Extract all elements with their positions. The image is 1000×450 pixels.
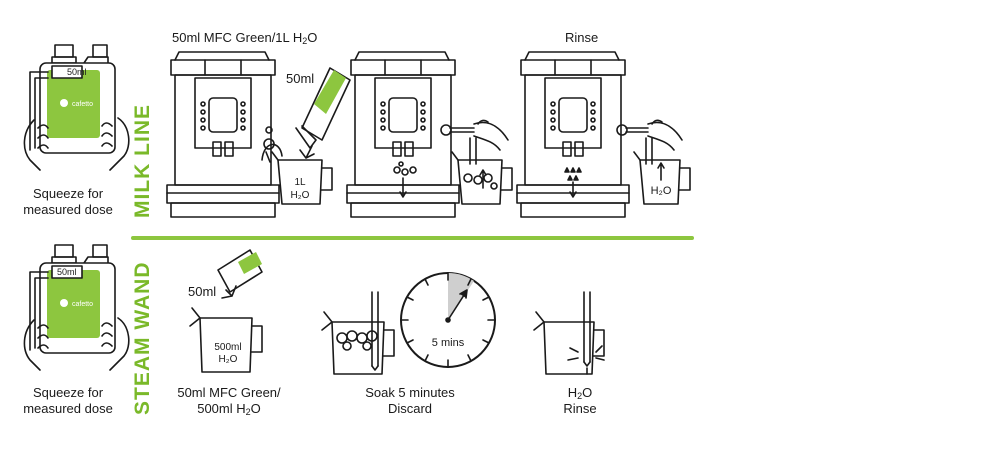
hand-icon [616,119,683,151]
bottle-brand: cafetto [72,301,93,308]
steam-wand-section-label: STEAM WAND [131,261,154,416]
bottle-dose-label: 50ml [67,67,87,77]
coffee-machine-icon [166,51,280,218]
pour-dose-label: 50ml [286,71,314,86]
steam-wand-icon [567,291,605,375]
jug-volume-label: 500ml [214,342,241,353]
milk-jug-icon [451,137,513,205]
milk-jug-icon [533,311,605,375]
pouring-pouch-icon [217,249,263,299]
milk-line-bottle-caption: Squeeze for measured dose [23,186,113,217]
pouring-pouch-icon [295,67,351,159]
milk-jug-icon [261,143,333,205]
coffee-machine-icon [516,51,630,218]
jug-water-label: H₂O [651,185,672,197]
milk-line-section-label: MILK LINE [131,104,154,218]
timer-label: 5 mins [432,337,465,349]
steam-wand-bottle-caption: Squeeze for measured dose [23,385,113,416]
squeeze-bottle-icon [23,244,130,371]
steam-wand-icon [371,291,379,371]
steam-wand-step1-caption: 50ml MFC Green/ 500ml H2O [177,385,281,417]
jug-water-label: H₂O [291,190,310,201]
milk-jug-icon [189,307,263,373]
bottle-brand: cafetto [72,101,93,108]
pour-dose-label: 50ml [188,284,216,299]
hand-icon [440,119,509,151]
milk-jug-icon [321,311,395,375]
milk-jug-icon [633,137,691,205]
bottle-dose-label: 50ml [57,267,77,277]
steam-wand-step2-caption: Soak 5 minutes Discard [365,385,455,416]
coffee-machine-icon [346,51,460,218]
jug-water-label: H₂O [219,354,238,365]
squeeze-bottle-icon [23,44,130,171]
jug-volume-label: 1L [294,177,306,188]
milk-line-step1-title: 50ml MFC Green/1L H2O [172,30,318,46]
steam-wand-step3-caption: H2O Rinse [563,385,597,416]
timer-icon [400,272,496,368]
milk-line-step3-title: Rinse [565,30,599,45]
